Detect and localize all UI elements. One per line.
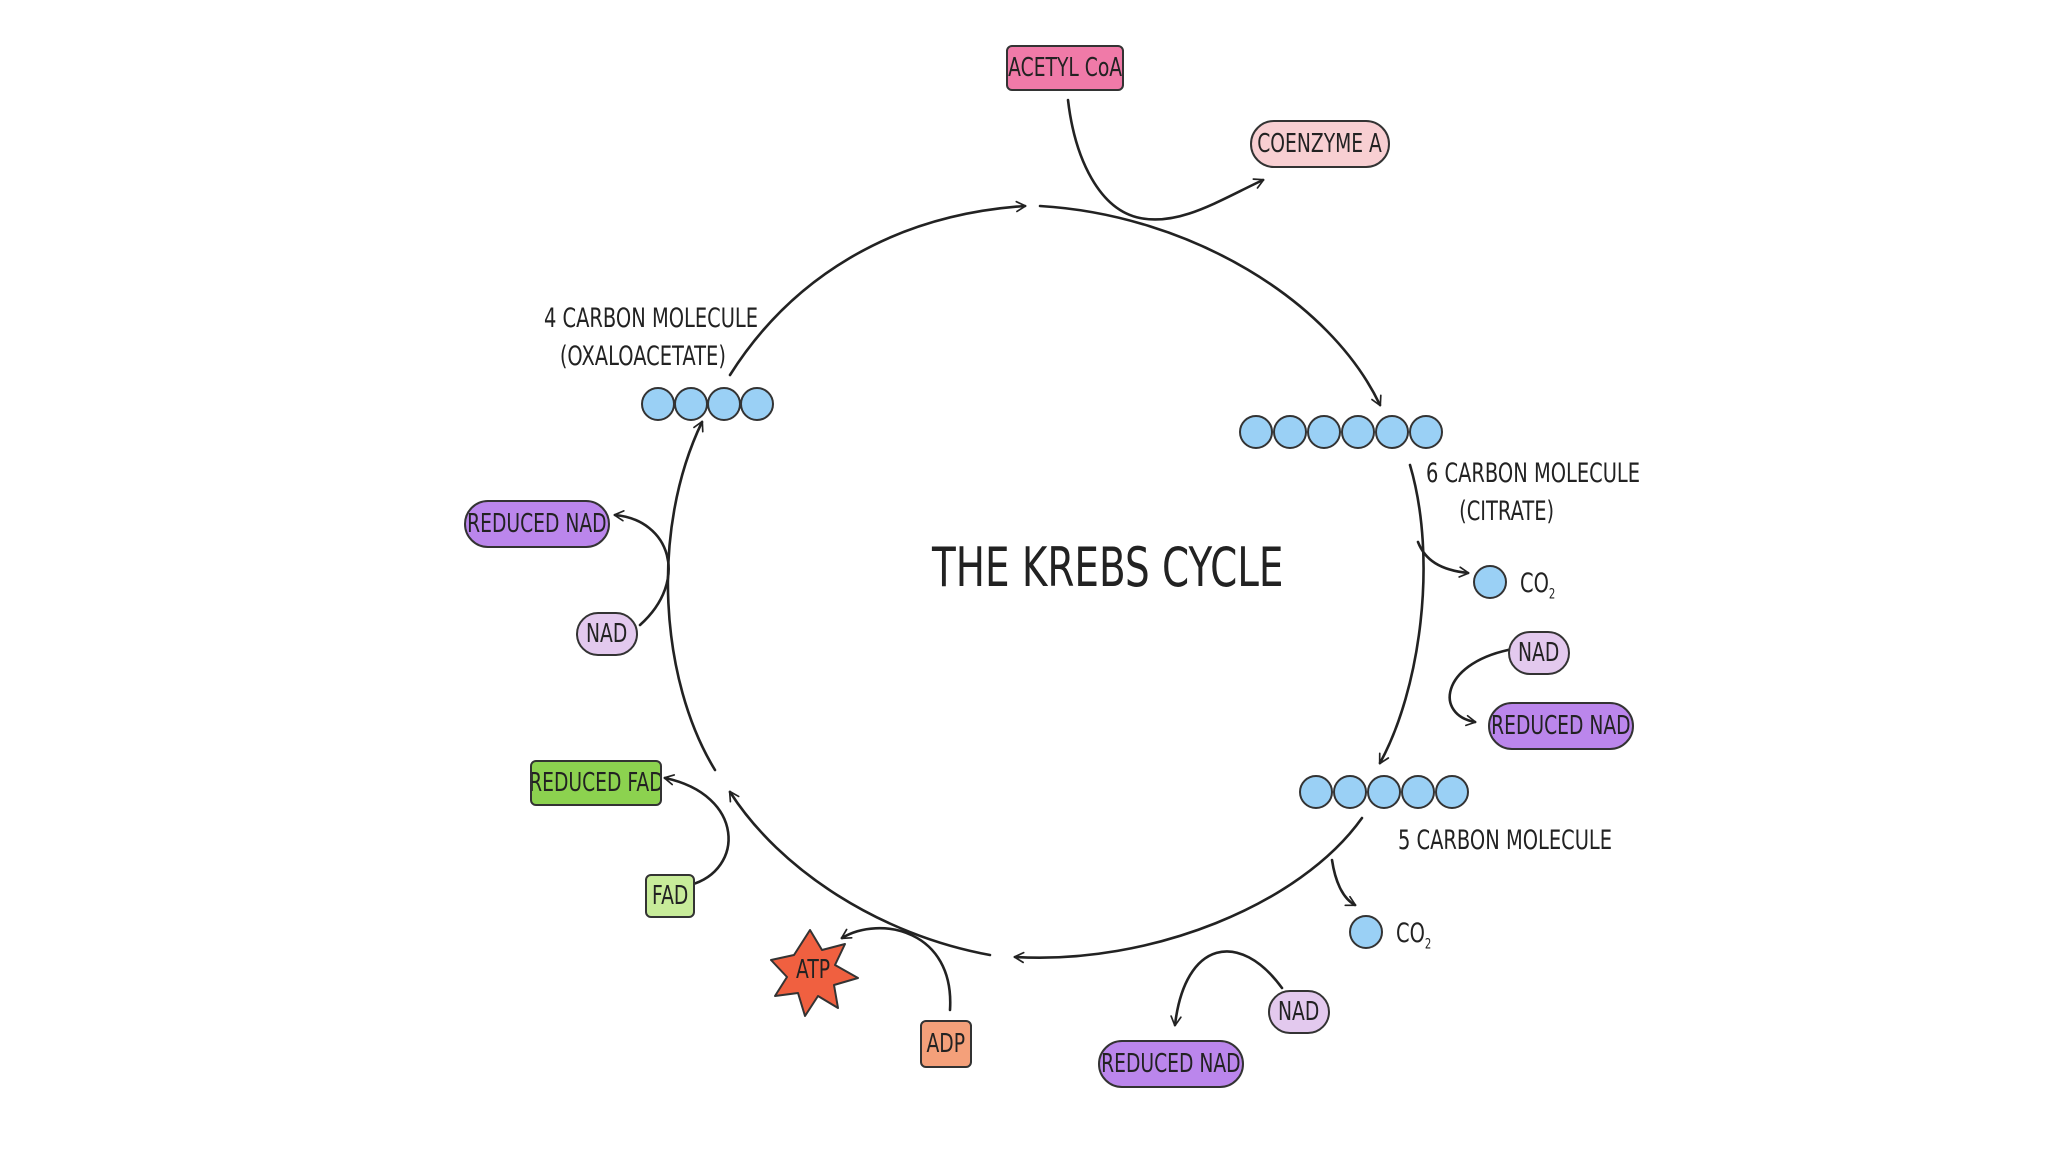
arc-bottom-to-left [728, 790, 992, 957]
carbon-atom [1307, 415, 1341, 449]
acetyl-coa-label: ACETYL CoA [1008, 53, 1122, 83]
six-carbon-name: 6 CARBON MOLECULE [1426, 458, 1641, 489]
co2-carbon-2 [1349, 915, 1383, 949]
coenzyme-a-label: COENZYME A [1257, 129, 1383, 159]
carbon-atom [674, 387, 708, 421]
adp-to-atp [840, 926, 952, 1012]
nad-box-3: NAD [576, 612, 638, 656]
acetyl-coa-entry-arrow [1066, 98, 1265, 221]
arc-citrate-to-5c [1378, 463, 1425, 765]
reduced-nad-box-1: REDUCED NAD [1488, 702, 1634, 750]
arc-oxaloacetate-to-top [728, 200, 1027, 377]
nad-label-2: NAD [1278, 997, 1320, 1027]
four-carbon-label: 4 CARBON MOLECULE (OXALOACETATE) [544, 300, 758, 376]
atp-star-icon [770, 929, 859, 1017]
acetyl-coa-box: ACETYL CoA [1006, 45, 1124, 91]
nad-label-1: NAD [1518, 638, 1560, 668]
co2-label-2: CO2 [1396, 918, 1432, 953]
nad-box-2: NAD [1268, 990, 1330, 1034]
carbon-atom [1333, 775, 1367, 809]
nad-to-reduced-nad-2 [1170, 950, 1284, 1027]
reduced-nad-box-3: REDUCED NAD [464, 500, 610, 548]
co2-branch-1 [1416, 540, 1470, 578]
coenzyme-a-box: COENZYME A [1250, 120, 1390, 168]
carbon-atom [1435, 775, 1469, 809]
co2-carbon-1 [1473, 565, 1507, 599]
carbon-atom [1341, 415, 1375, 449]
reduced-nad-label-1: REDUCED NAD [1491, 711, 1631, 741]
reduced-fad-box: REDUCED FAD [530, 760, 662, 806]
nad-label-3: NAD [586, 619, 628, 649]
arc-5c-to-bottom [1013, 816, 1364, 964]
carbon-atom [1375, 415, 1409, 449]
five-carbon-label: 5 CARBON MOLECULE [1398, 822, 1612, 860]
carbon-atom [707, 387, 741, 421]
arc-left-to-oxaloacetate [666, 420, 717, 772]
carbon-atom [641, 387, 675, 421]
co2-branch-2 [1330, 858, 1357, 907]
diagram-title: THE KREBS CYCLE [932, 536, 1284, 599]
six-carbon-label: 6 CARBON MOLECULE (CITRATE) [1426, 455, 1640, 531]
adp-box: ADP [920, 1020, 972, 1068]
arc-top-to-citrate [1038, 204, 1382, 407]
nad-to-reduced-nad-3 [613, 510, 670, 627]
reduced-fad-label: REDUCED FAD [530, 768, 662, 798]
five-carbon-name: 5 CARBON MOLECULE [1398, 825, 1613, 856]
atp-label: ATP [796, 955, 831, 985]
nad-box-1: NAD [1508, 631, 1570, 675]
five-carbon-chain [1299, 775, 1469, 809]
fad-to-reduced-fad [663, 774, 730, 887]
reduced-nad-label-2: REDUCED NAD [1101, 1049, 1241, 1079]
adp-label: ADP [926, 1029, 966, 1059]
carbon-atom [1239, 415, 1273, 449]
fad-label: FAD [651, 881, 689, 911]
four-carbon-name: 4 CARBON MOLECULE [544, 303, 759, 334]
fad-box: FAD [645, 874, 695, 918]
carbon-atom [1409, 415, 1443, 449]
oxaloacetate-name: (OXALOACETATE) [559, 341, 726, 372]
reduced-nad-label-3: REDUCED NAD [467, 509, 607, 539]
nad-to-reduced-nad-1 [1448, 648, 1510, 727]
six-carbon-chain [1239, 415, 1443, 449]
carbon-atom [740, 387, 774, 421]
reduced-nad-box-2: REDUCED NAD [1098, 1040, 1244, 1088]
carbon-atom [1299, 775, 1333, 809]
co2-label-1: CO2 [1520, 568, 1556, 603]
four-carbon-chain [641, 387, 774, 421]
carbon-atom [1273, 415, 1307, 449]
carbon-atom [1401, 775, 1435, 809]
citrate-name: (CITRATE) [1459, 496, 1555, 527]
carbon-atom [1367, 775, 1401, 809]
